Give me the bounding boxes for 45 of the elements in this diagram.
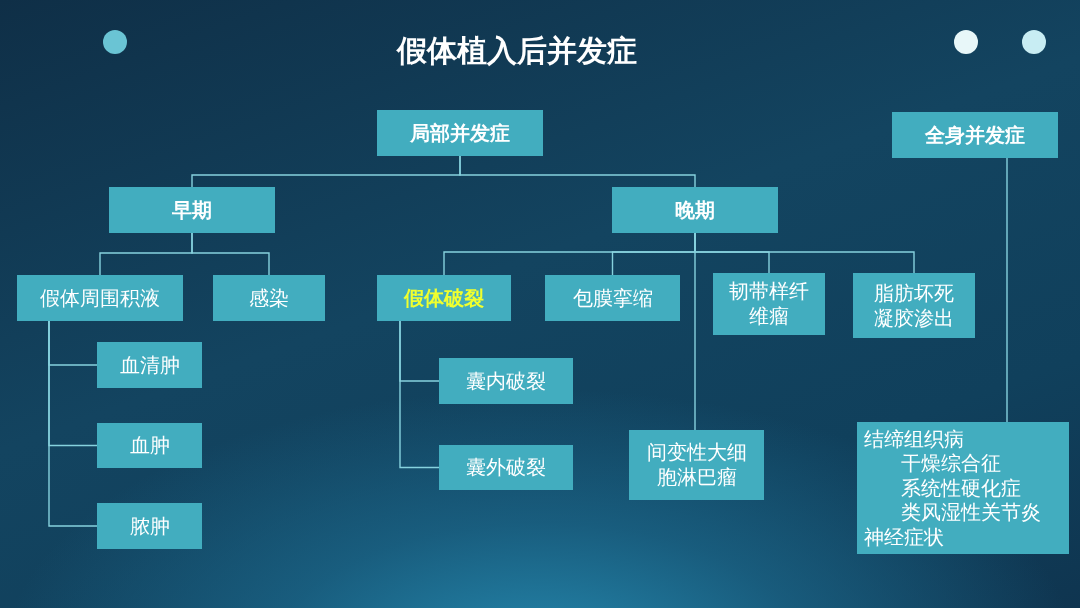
item-box bbox=[213, 275, 325, 321]
box-label: 囊内破裂 bbox=[466, 368, 546, 394]
box-label: 全身并发症 bbox=[925, 122, 1025, 148]
item-box bbox=[853, 273, 975, 338]
box-label: 早期 bbox=[172, 197, 212, 223]
connector-line bbox=[1006, 157, 1008, 423]
connector-line bbox=[48, 320, 98, 527]
box-label: 韧带样纤维瘤 bbox=[728, 279, 810, 329]
item-box bbox=[629, 430, 764, 500]
item-box bbox=[713, 273, 825, 335]
connector-line bbox=[459, 155, 696, 188]
category-box bbox=[892, 112, 1058, 158]
box-label: 感染 bbox=[249, 285, 289, 311]
box-label: 晚期 bbox=[675, 197, 715, 223]
box-label: 假体破裂 bbox=[404, 285, 484, 311]
connector-line bbox=[694, 232, 696, 431]
category-box bbox=[377, 110, 543, 156]
box-label: 血肿 bbox=[129, 433, 170, 458]
box-label: 间变性大细胞淋巴瘤 bbox=[645, 440, 748, 490]
item-box bbox=[377, 275, 511, 321]
list-item-text: 神经症状 bbox=[864, 524, 944, 550]
box-label: 包膜挛缩 bbox=[572, 285, 653, 311]
connector-line bbox=[399, 320, 440, 469]
item-box bbox=[439, 445, 573, 490]
list-item-text: 干燥综合征 bbox=[901, 451, 1001, 476]
item-box bbox=[97, 503, 202, 549]
slide-title: 假体植入后并发症 bbox=[397, 32, 637, 70]
category-box bbox=[612, 187, 778, 233]
category-box bbox=[109, 187, 275, 233]
item-box bbox=[97, 342, 202, 388]
box-label: 脂肪坏死凝胶渗出 bbox=[873, 280, 955, 331]
item-box bbox=[17, 275, 183, 321]
item-box bbox=[439, 358, 573, 404]
list-item-text: 系统性硬化症 bbox=[901, 475, 1021, 501]
box-label: 脓肿 bbox=[129, 513, 170, 539]
connector-line bbox=[191, 232, 270, 276]
list-item-text: 结缔组织病 bbox=[864, 426, 964, 452]
item-box bbox=[97, 423, 202, 468]
box-label: 血清肿 bbox=[119, 352, 180, 378]
box-label: 囊外破裂 bbox=[466, 455, 546, 480]
list-box bbox=[857, 422, 1069, 554]
item-box bbox=[545, 275, 680, 321]
list-item-text: 类风湿性关节炎 bbox=[901, 500, 1041, 525]
box-label: 局部并发症 bbox=[410, 120, 510, 146]
box-label: 假体周围积液 bbox=[40, 285, 160, 311]
